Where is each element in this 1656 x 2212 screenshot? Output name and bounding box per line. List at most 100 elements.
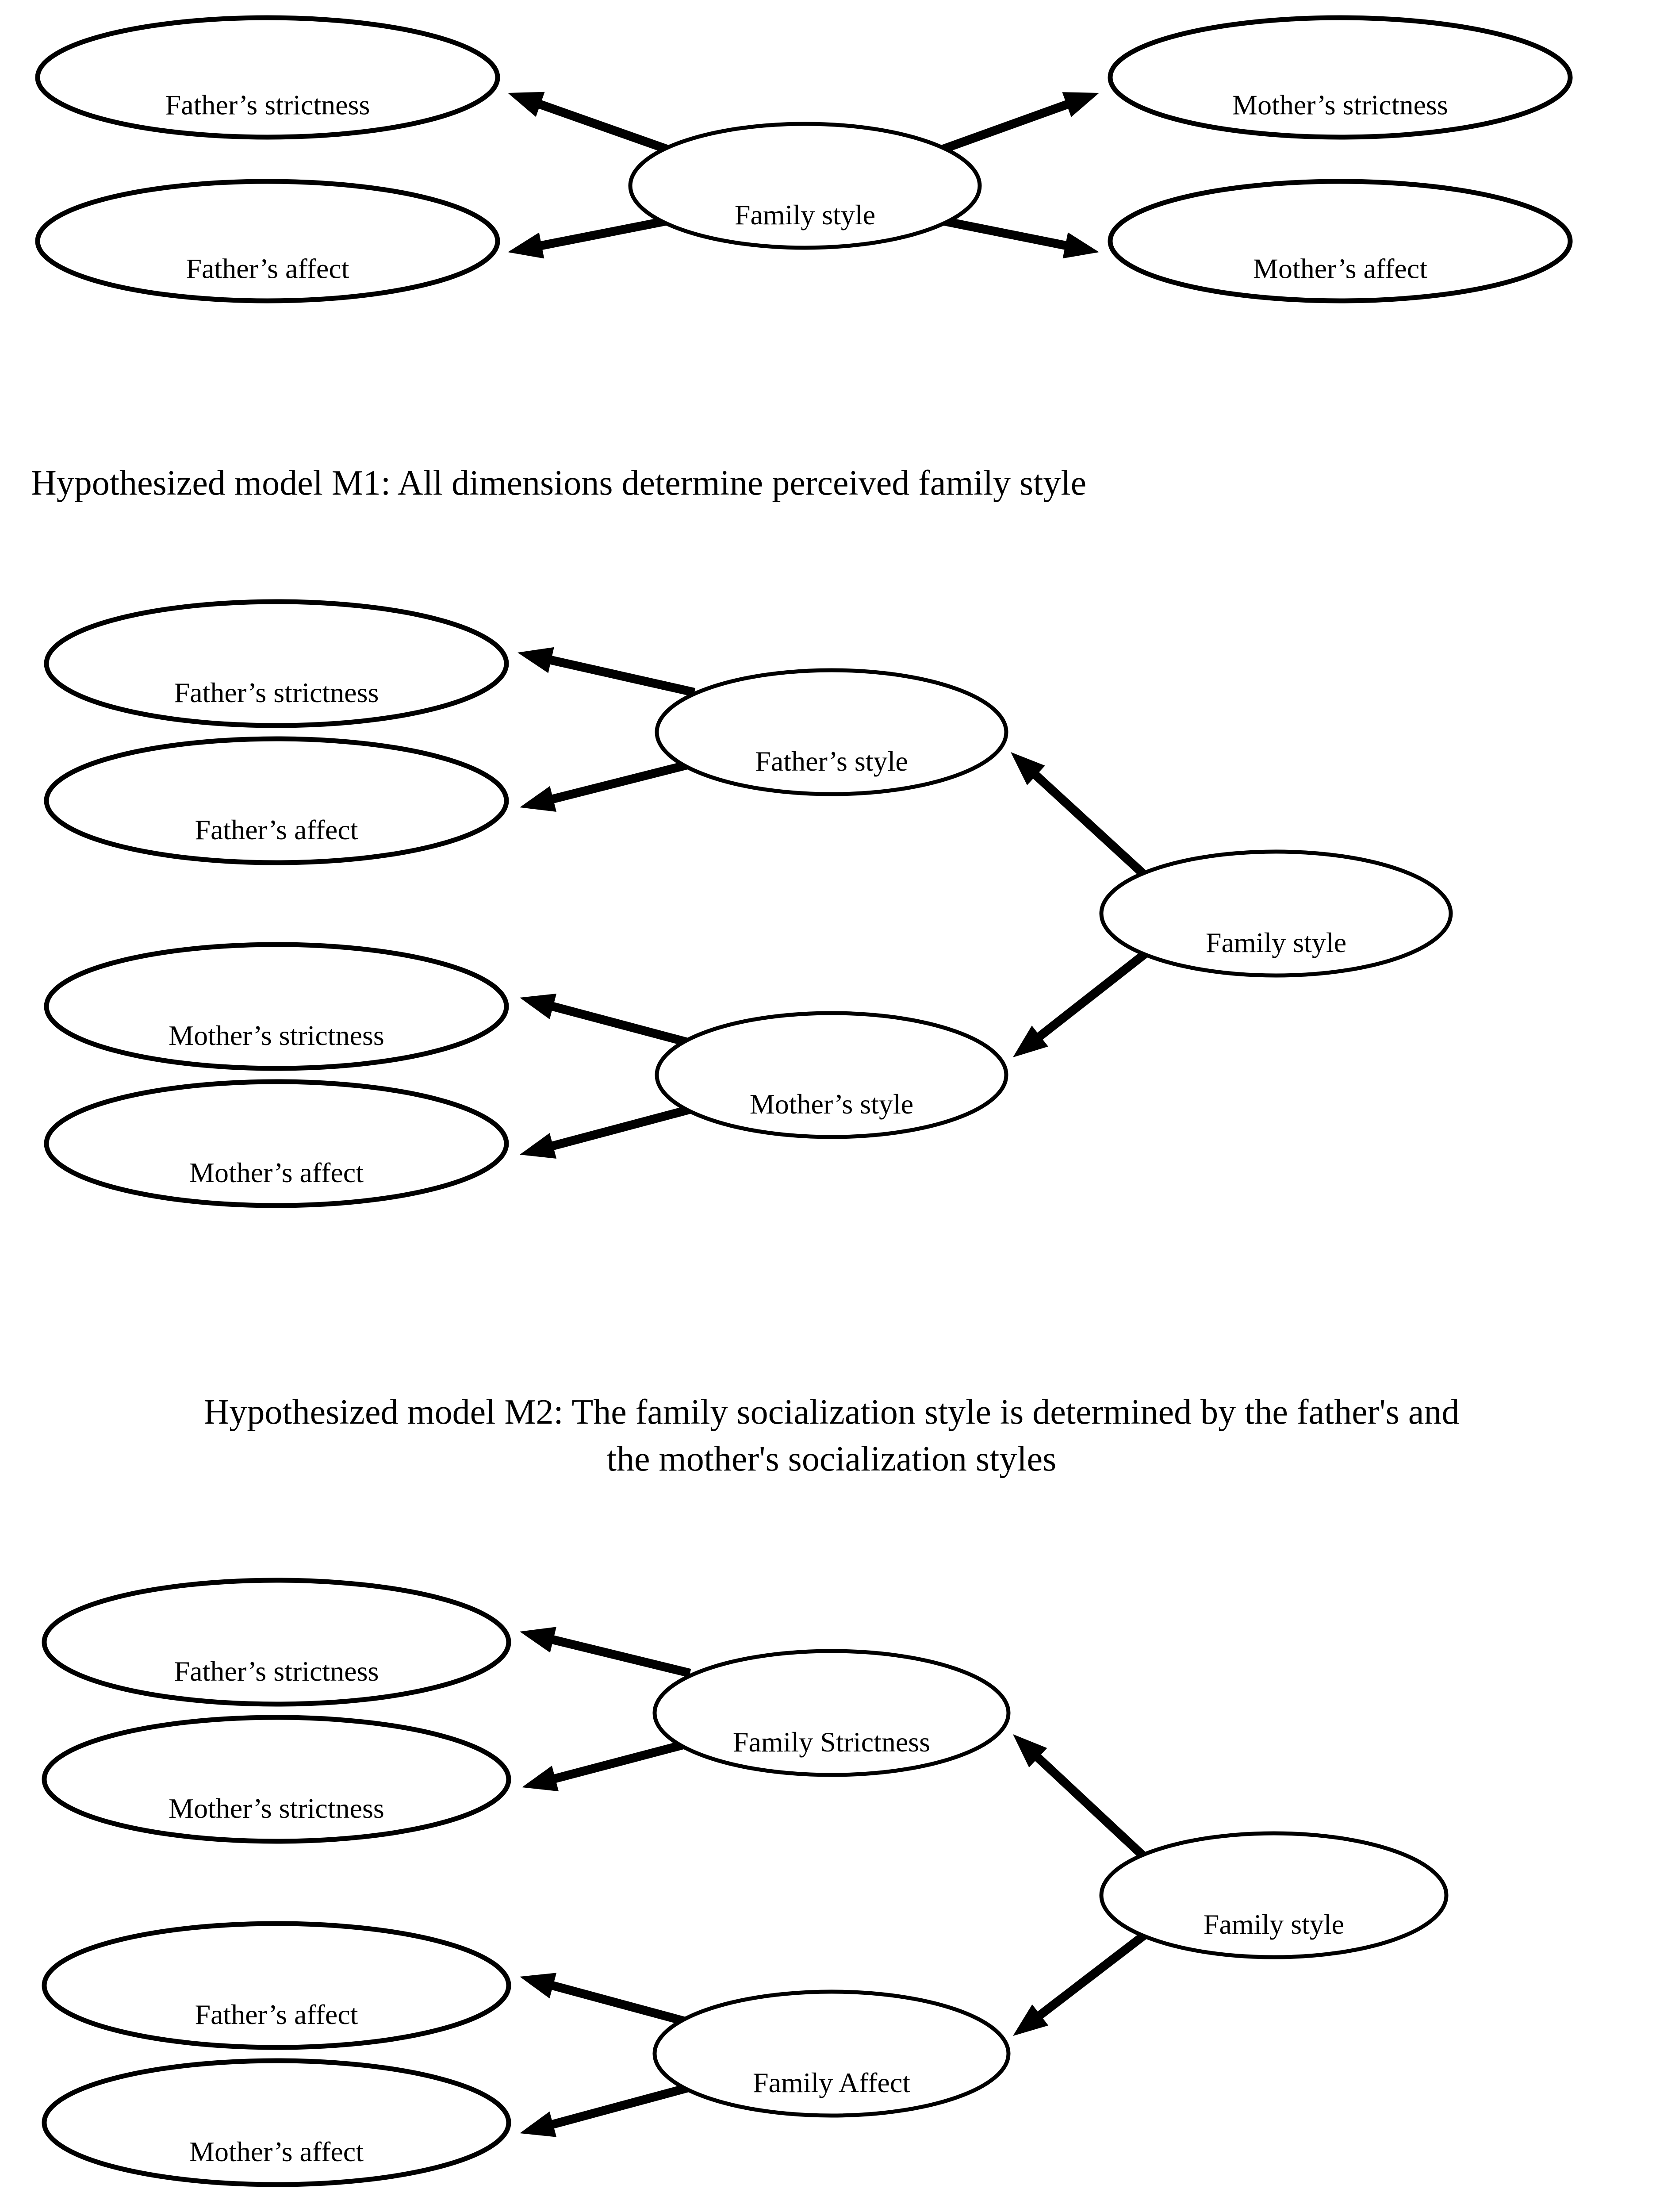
edge-m2-family-strictness-to-m2-father-strictness bbox=[520, 1627, 691, 1678]
arrowhead-icon bbox=[1062, 92, 1099, 117]
node-d1-mother-strictness[interactable]: Mother’s strictness bbox=[1108, 15, 1573, 140]
edge-shaft bbox=[548, 1980, 691, 2027]
node-outline bbox=[42, 2058, 511, 2187]
node-outline bbox=[1099, 849, 1453, 978]
edge-m2-family-affect-to-m2-father-affect bbox=[520, 1973, 691, 2027]
edge-shaft bbox=[547, 655, 696, 697]
edge-d1-family-style-to-d1-father-affect bbox=[508, 215, 678, 259]
arrowhead-icon bbox=[520, 1627, 556, 1653]
arrowhead-icon bbox=[520, 1973, 557, 1999]
caption-model-m2: Hypothesized model M2: The family social… bbox=[203, 1393, 1460, 1479]
arrowhead-icon bbox=[522, 1766, 559, 1792]
edge-m1-family-style-to-m1-mother-style bbox=[1013, 950, 1149, 1057]
node-outline bbox=[1099, 1831, 1449, 1959]
node-label: Father’s strictness bbox=[174, 1655, 379, 1687]
caption-model-m1: Hypothesized model M1: All dimensions de… bbox=[31, 464, 1087, 503]
edge-shaft bbox=[1032, 1752, 1149, 1862]
edge-m1-family-style-to-m1-father-style bbox=[1011, 752, 1149, 879]
node-label: Mother’s style bbox=[750, 1088, 913, 1120]
node-label: Mother’s affect bbox=[189, 2136, 364, 2167]
node-label: Father’s affect bbox=[186, 253, 349, 284]
node-outline bbox=[655, 1011, 1008, 1139]
edge-shaft bbox=[551, 1739, 691, 1784]
node-label: Father’s strictness bbox=[174, 677, 379, 708]
edge-shaft bbox=[548, 1104, 696, 1151]
node-label: Father’s affect bbox=[195, 814, 358, 845]
edge-m1-mother-style-to-m1-mother-strictness bbox=[520, 994, 696, 1048]
node-m1-family-style[interactable]: Family style bbox=[1099, 849, 1453, 978]
arrowhead-icon bbox=[1013, 2004, 1049, 2036]
edge-shaft bbox=[537, 215, 678, 251]
node-outline bbox=[42, 1715, 511, 1844]
node-outline bbox=[44, 736, 509, 865]
node-d1-family-style[interactable]: Family style bbox=[628, 122, 982, 250]
arrowhead-icon bbox=[520, 786, 556, 812]
node-m2-father-affect[interactable]: Father’s affect bbox=[42, 1921, 511, 2050]
node-outline bbox=[655, 668, 1008, 796]
node-d1-mother-affect[interactable]: Mother’s affect bbox=[1108, 179, 1573, 303]
edge-shaft bbox=[535, 99, 678, 157]
arrowhead-icon bbox=[1013, 1025, 1048, 1057]
node-label: Mother’s strictness bbox=[1232, 89, 1448, 121]
edge-m2-family-style-to-m2-family-affect bbox=[1013, 1931, 1149, 2036]
node-m1-mother-strictness[interactable]: Mother’s strictness bbox=[44, 942, 509, 1071]
node-label: Family Affect bbox=[753, 2067, 910, 2098]
node-label: Father’s strictness bbox=[165, 89, 370, 121]
edge-d1-family-style-to-d1-mother-strictness bbox=[932, 92, 1099, 157]
arrowhead-icon bbox=[520, 2111, 557, 2137]
node-outline bbox=[1108, 179, 1573, 303]
node-m1-father-affect[interactable]: Father’s affect bbox=[44, 736, 509, 865]
node-d1-father-strictness[interactable]: Father’s strictness bbox=[35, 15, 500, 140]
arrowhead-icon bbox=[520, 994, 557, 1020]
node-m2-family-strictness[interactable]: Family Strictness bbox=[652, 1649, 1011, 1777]
node-label: Mother’s strictness bbox=[169, 1020, 384, 1051]
node-m1-mother-style[interactable]: Mother’s style bbox=[655, 1011, 1008, 1139]
arrowhead-icon bbox=[1013, 1734, 1047, 1768]
node-m1-father-style[interactable]: Father’s style bbox=[655, 668, 1008, 796]
node-d1-father-affect[interactable]: Father’s affect bbox=[35, 179, 500, 303]
arrowhead-icon bbox=[1011, 752, 1045, 785]
edge-shaft bbox=[1034, 950, 1149, 1042]
arrowhead-icon bbox=[508, 92, 545, 117]
edge-m2-family-style-to-m2-family-strictness bbox=[1013, 1734, 1149, 1862]
edge-m1-father-style-to-m1-father-affect bbox=[520, 759, 696, 812]
node-outline bbox=[42, 1578, 511, 1707]
node-label: Family style bbox=[1206, 927, 1346, 958]
node-label: Mother’s strictness bbox=[169, 1793, 384, 1824]
node-outline bbox=[652, 1989, 1011, 2118]
arrowhead-icon bbox=[520, 1133, 557, 1159]
node-m2-mother-strictness[interactable]: Mother’s strictness bbox=[42, 1715, 511, 1844]
node-m1-mother-affect[interactable]: Mother’s affect bbox=[44, 1079, 509, 1208]
node-outline bbox=[44, 942, 509, 1071]
edge-shaft bbox=[932, 99, 1072, 157]
node-label: Mother’s affect bbox=[1253, 253, 1427, 284]
edge-d1-family-style-to-d1-father-strictness bbox=[508, 92, 678, 157]
arrowhead-icon bbox=[518, 647, 554, 673]
edge-m2-family-strictness-to-m2-mother-strictness bbox=[522, 1739, 691, 1792]
node-label: Father’s affect bbox=[195, 1999, 358, 2030]
node-label: Father’s style bbox=[755, 745, 908, 777]
node-label: Family Strictness bbox=[733, 1726, 930, 1758]
edge-shaft bbox=[548, 1001, 696, 1048]
node-m2-mother-affect[interactable]: Mother’s affect bbox=[42, 2058, 511, 2187]
edge-shaft bbox=[548, 1634, 691, 1678]
node-label: Family style bbox=[1204, 1909, 1344, 1940]
edge-m1-father-style-to-m1-father-strictness bbox=[518, 647, 696, 697]
node-m1-father-strictness[interactable]: Father’s strictness bbox=[44, 599, 509, 728]
node-m2-father-strictness[interactable]: Father’s strictness bbox=[42, 1578, 511, 1707]
edge-shaft bbox=[548, 2083, 691, 2130]
arrowhead-icon bbox=[508, 232, 544, 259]
node-label: Mother’s affect bbox=[189, 1157, 364, 1188]
node-outline bbox=[42, 1921, 511, 2050]
edge-m1-mother-style-to-m1-mother-affect bbox=[520, 1104, 696, 1159]
node-label: Family style bbox=[735, 199, 875, 230]
node-outline bbox=[44, 599, 509, 728]
edge-m2-family-affect-to-m2-mother-affect bbox=[520, 2083, 691, 2137]
node-outline bbox=[628, 122, 982, 250]
node-m2-family-affect[interactable]: Family Affect bbox=[652, 1989, 1011, 2118]
node-m2-family-style[interactable]: Family style bbox=[1099, 1831, 1449, 1959]
